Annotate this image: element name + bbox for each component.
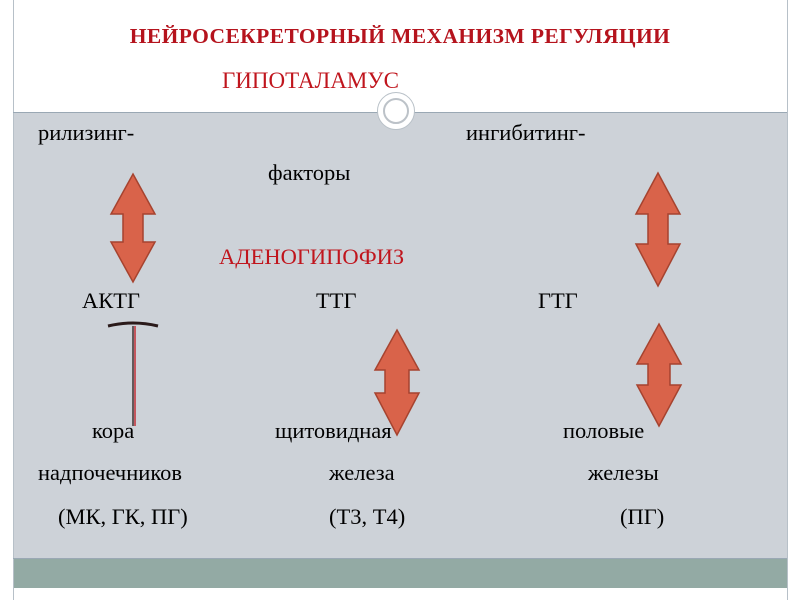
right-border — [787, 0, 788, 600]
ttg-label: ТТГ — [316, 288, 357, 313]
adenohypophysis-label: АДЕНОГИПОФИЗ — [219, 244, 405, 269]
left-border — [13, 0, 14, 600]
thyroid-line1: щитовидная — [275, 418, 392, 443]
thyroid-line2: железа — [329, 460, 395, 485]
thyroid-line3: (Т3, Т4) — [329, 504, 406, 529]
gtg-label: ГТГ — [538, 288, 578, 313]
footer-band — [13, 558, 787, 588]
gonads-line2: железы — [588, 460, 659, 485]
adrenal-line1: кора — [92, 418, 135, 443]
hypothalamus-label: ГИПОТАЛАМУС — [222, 68, 399, 93]
gonads-line1: половые — [563, 418, 645, 443]
adrenal-line2: надпочечников — [38, 460, 182, 485]
right-upper-double-arrow — [634, 171, 682, 288]
slide-title: НЕЙРОСЕКРЕТОРНЫЙ МЕХАНИЗМ РЕГУЛЯЦИИ — [129, 24, 671, 48]
inhibiting-label: ингибитинг- — [466, 120, 586, 145]
middle-double-arrow — [373, 328, 421, 437]
footer-divider — [13, 558, 787, 559]
left-upper-double-arrow — [109, 172, 157, 284]
right-lower-double-arrow — [635, 322, 683, 428]
releasing-label: рилизинг- — [38, 120, 135, 145]
gonads-line3: (ПГ) — [620, 504, 665, 529]
divider-circle-ornament — [377, 92, 415, 130]
divider-circle-inner — [383, 98, 409, 124]
actg-connector — [107, 321, 159, 426]
adrenal-line3: (МК, ГК, ПГ) — [58, 504, 188, 529]
actg-label: АКТГ — [82, 288, 141, 313]
factors-label: факторы — [268, 160, 351, 185]
